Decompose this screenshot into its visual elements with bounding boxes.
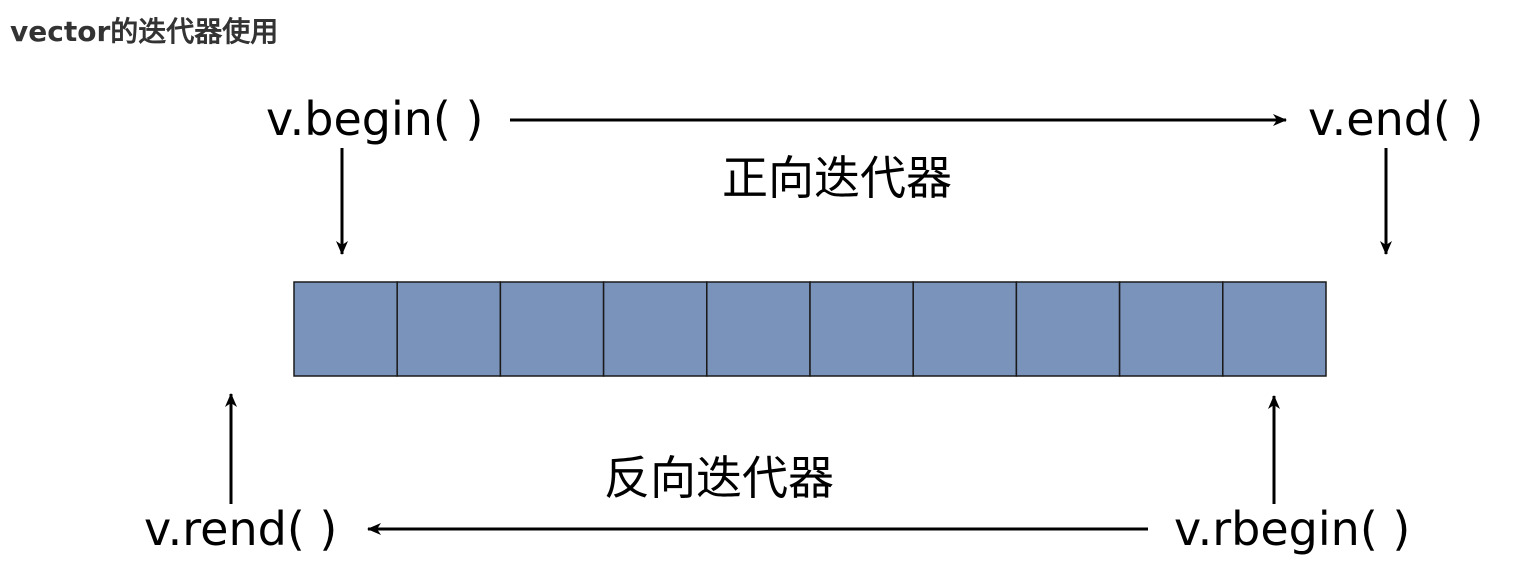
vector-cell <box>602 281 708 377</box>
vector-cell <box>706 281 811 377</box>
begin-label: v.begin( ) <box>266 92 483 146</box>
vector-cell <box>809 281 914 377</box>
vector-cell <box>293 281 398 377</box>
end-label: v.end( ) <box>1308 92 1483 146</box>
forward-iterator-label: 正向迭代器 <box>722 151 952 205</box>
vector-cell <box>499 281 605 377</box>
vector-cell <box>1015 281 1121 377</box>
vector-cell <box>1222 281 1327 377</box>
vector-cells <box>293 281 1327 377</box>
reverse-iterator-label: 反向迭代器 <box>604 451 834 505</box>
rend-label: v.rend( ) <box>144 502 337 556</box>
vector-cell <box>912 281 1018 377</box>
rbegin-label: v.rbegin( ) <box>1174 502 1410 556</box>
page-heading: vector的迭代器使用 <box>10 15 279 48</box>
vector-cell <box>1118 281 1224 377</box>
vector-cell <box>396 281 502 377</box>
